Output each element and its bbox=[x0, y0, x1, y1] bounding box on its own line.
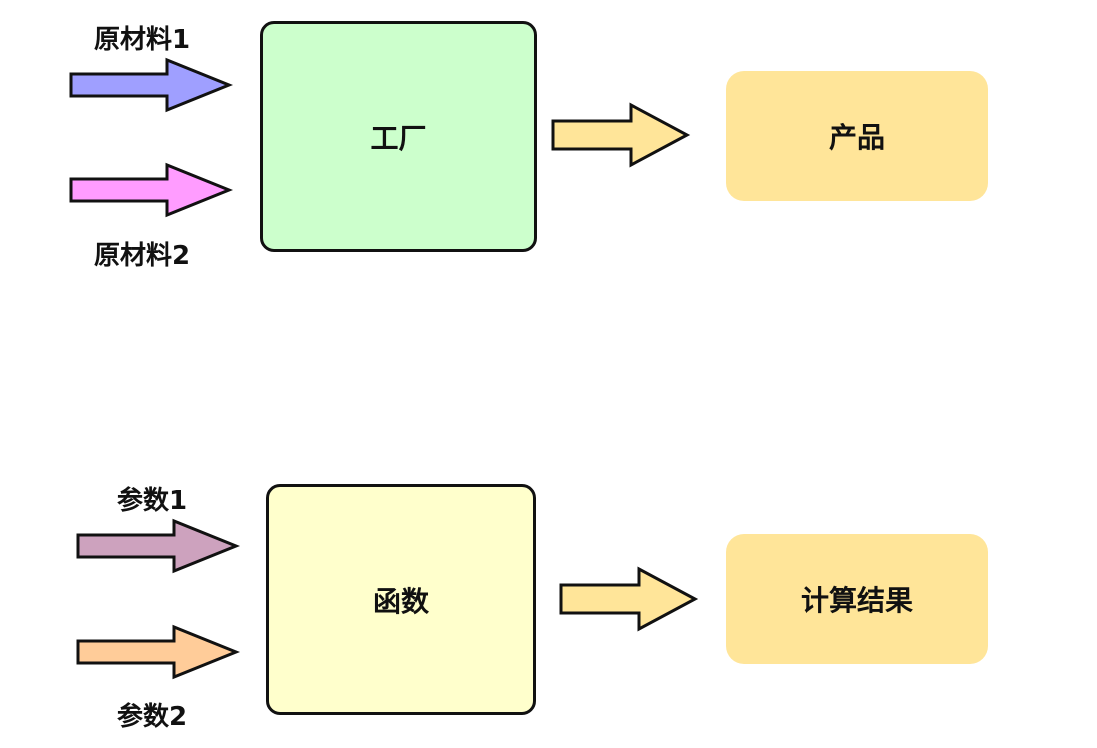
input-1-arrow-shape bbox=[69, 57, 234, 113]
result-arrow-shape bbox=[559, 566, 699, 632]
param-1-arrow bbox=[76, 518, 241, 574]
process-box: 工厂 bbox=[260, 21, 537, 252]
param-1-label: 参数1 bbox=[117, 486, 188, 516]
result-arrow bbox=[559, 566, 699, 632]
input-2-arrow-shape bbox=[69, 162, 234, 218]
output-box: 产品 bbox=[726, 71, 988, 201]
input-2-label: 原材料2 bbox=[94, 241, 191, 271]
input-1-label: 原材料1 bbox=[94, 25, 191, 55]
process-label: 工厂 bbox=[370, 121, 427, 155]
param-2-arrow-shape bbox=[76, 624, 241, 680]
input-2-arrow bbox=[69, 162, 234, 218]
input-1-arrow bbox=[69, 57, 234, 113]
output-arrow-shape bbox=[551, 102, 691, 168]
output-label: 产品 bbox=[828, 121, 885, 154]
param-1-arrow-shape bbox=[76, 518, 241, 574]
result-box: 计算结果 bbox=[726, 534, 988, 664]
param-2-label: 参数2 bbox=[117, 702, 188, 732]
function-box: 函数 bbox=[266, 484, 536, 715]
param-2-arrow bbox=[76, 624, 241, 680]
function-label: 函数 bbox=[372, 584, 429, 618]
result-label: 计算结果 bbox=[800, 584, 913, 617]
output-arrow bbox=[551, 102, 691, 168]
